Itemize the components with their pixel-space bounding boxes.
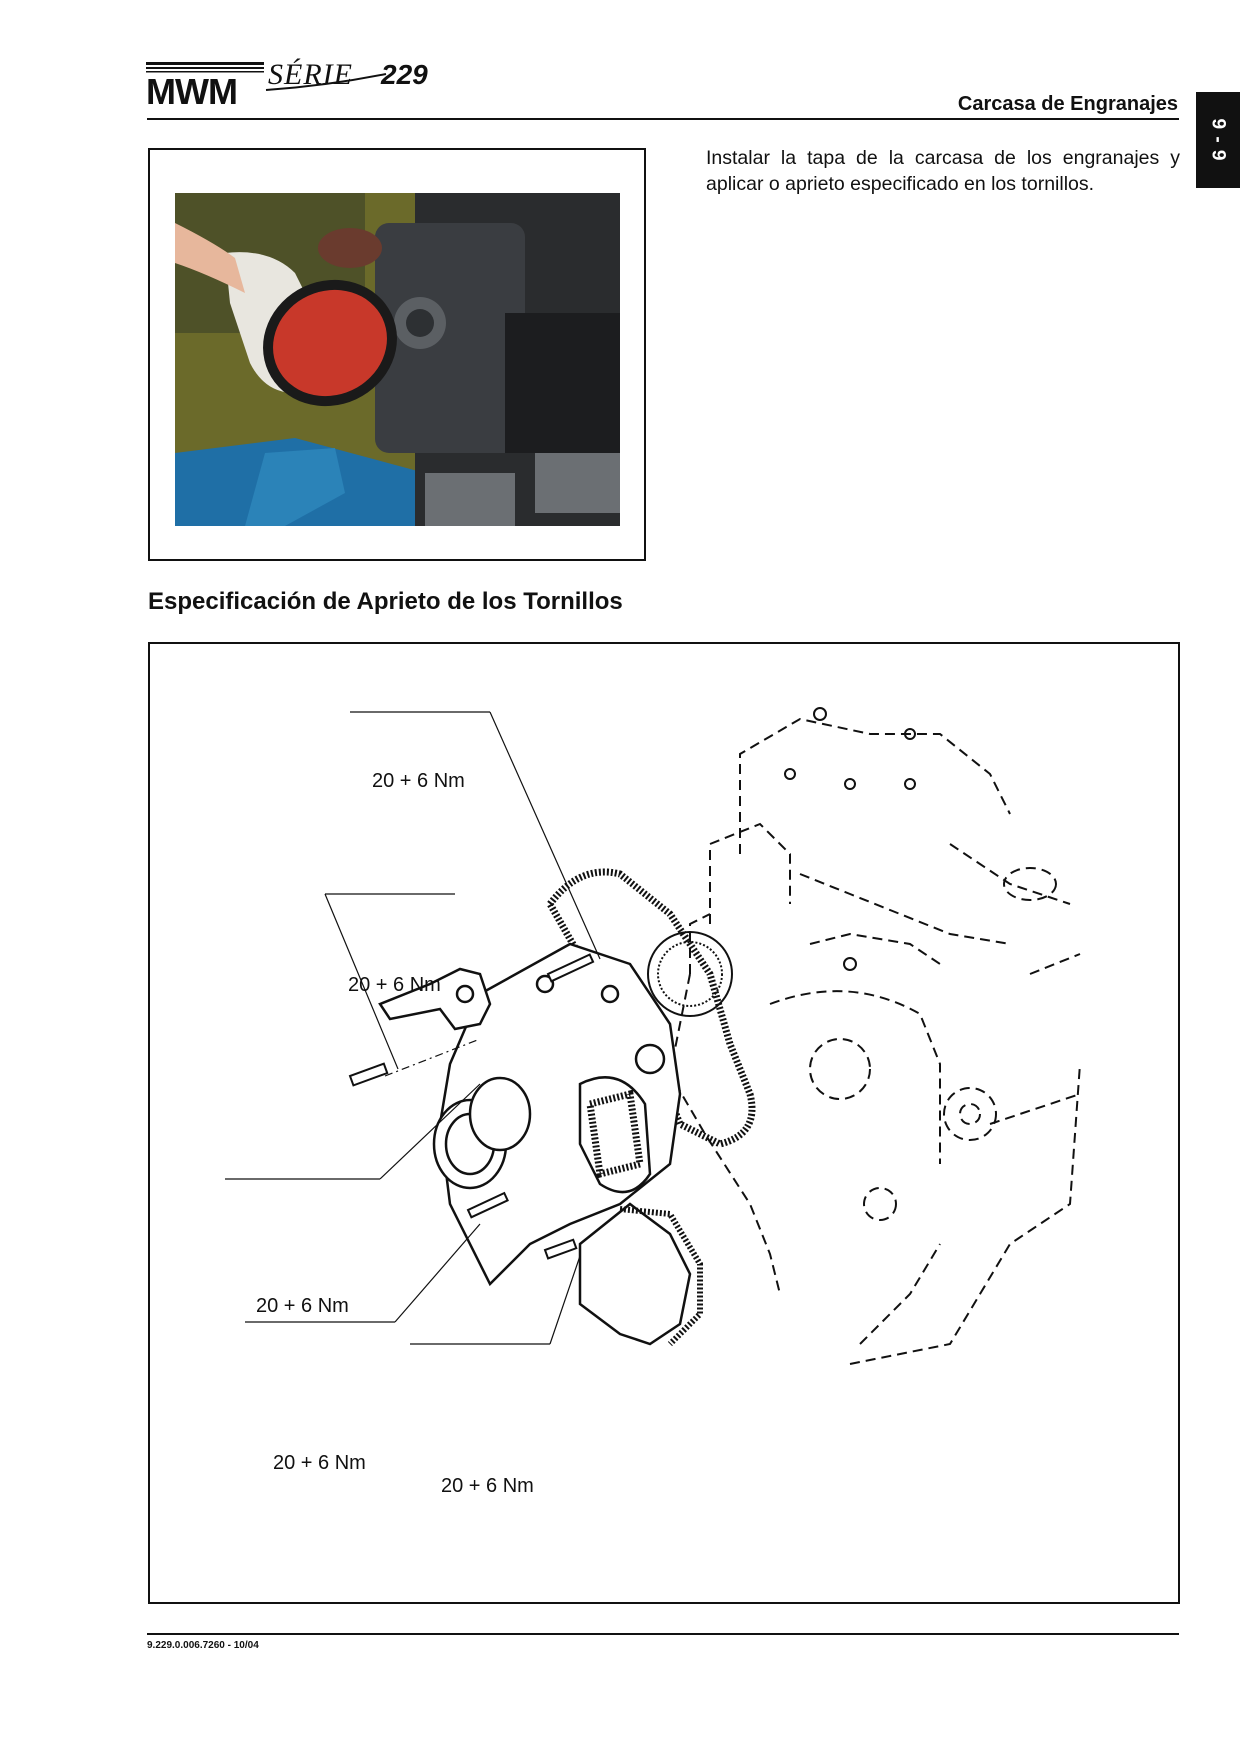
torque-label-2: 20 + 6 Nm — [348, 974, 441, 996]
cover-seal — [586, 1089, 644, 1179]
bolts — [348, 953, 595, 1260]
torque-label-4: 20 + 6 Nm — [273, 1452, 366, 1474]
footer-rule — [147, 1633, 1179, 1635]
diagram-frame — [148, 642, 1180, 1604]
inspection-gasket — [619, 1206, 703, 1347]
inspection-cover — [578, 1202, 692, 1346]
page-tab-label: 9 - 9 — [1208, 118, 1229, 162]
photo-frame — [148, 148, 646, 561]
gear-cover-installation-photo — [175, 193, 620, 526]
instruction-text: Instalar la tapa de la carcasa de los en… — [706, 147, 1180, 195]
gear-housing-cover-exploded-diagram — [225, 707, 1081, 1365]
document-code: 9.229.0.006.7260 - 10/04 — [147, 1640, 259, 1651]
torque-label-1: 20 + 6 Nm — [372, 770, 465, 792]
torque-leader-lines — [225, 711, 601, 1345]
header-rule — [147, 118, 1179, 120]
mwm-serie-229-logo: MWM SÉRIE 229 — [146, 58, 428, 106]
gasket-outline — [545, 868, 756, 1148]
svg-text:229: 229 — [380, 59, 428, 90]
gear — [647, 931, 733, 1017]
torque-label-5: 20 + 6 Nm — [441, 1475, 534, 1497]
svg-text:MWM: MWM — [146, 71, 237, 106]
torque-label-3: 20 + 6 Nm — [256, 1295, 349, 1317]
section-title: Carcasa de Engranajes — [957, 93, 1178, 115]
page-tab: 9 - 9 — [1196, 92, 1240, 188]
spec-heading: Especificación de Aprieto de los Tornill… — [148, 588, 623, 615]
lifting-bracket — [378, 967, 492, 1031]
